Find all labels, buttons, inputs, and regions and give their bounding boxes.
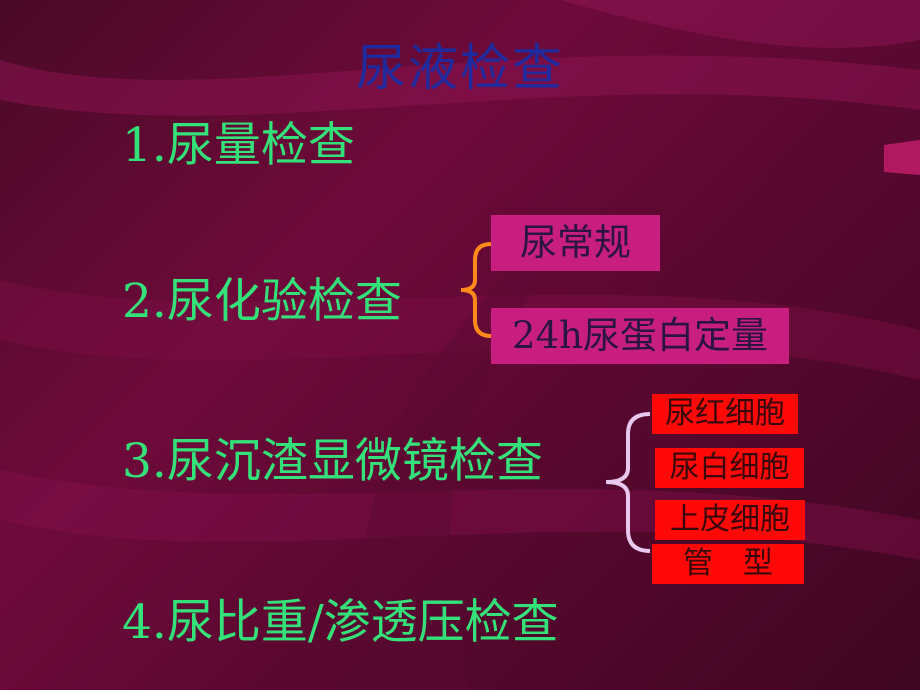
cast-box: 管 型: [652, 544, 804, 584]
rbc-box: 尿红细胞: [652, 394, 798, 434]
epithelial-box: 上皮细胞: [655, 500, 805, 540]
lavender-brace: [605, 412, 651, 553]
swoosh-top: [0, 55, 920, 116]
24h-protein-box: 24h尿蛋白定量: [491, 308, 789, 364]
right-edge-mark: [884, 140, 920, 175]
swoosh-arc: [362, 200, 620, 690]
wbc-box: 尿白细胞: [655, 448, 804, 488]
slide-title: 尿液检查: [356, 39, 564, 97]
routine-urine-box: 尿常规: [491, 215, 660, 271]
item-urine-volume: 1.尿量检查: [122, 118, 355, 173]
item-sediment-microscopy: 3.尿沉渣显微镜检查: [122, 434, 543, 489]
swoosh-upper-right: [560, 0, 920, 48]
item-specific-gravity: 4.尿比重/渗透压检查: [122, 595, 559, 650]
swoosh-lower: [0, 470, 920, 560]
orange-brace: [460, 242, 492, 338]
item-urinalysis: 2.尿化验检查: [122, 274, 402, 329]
